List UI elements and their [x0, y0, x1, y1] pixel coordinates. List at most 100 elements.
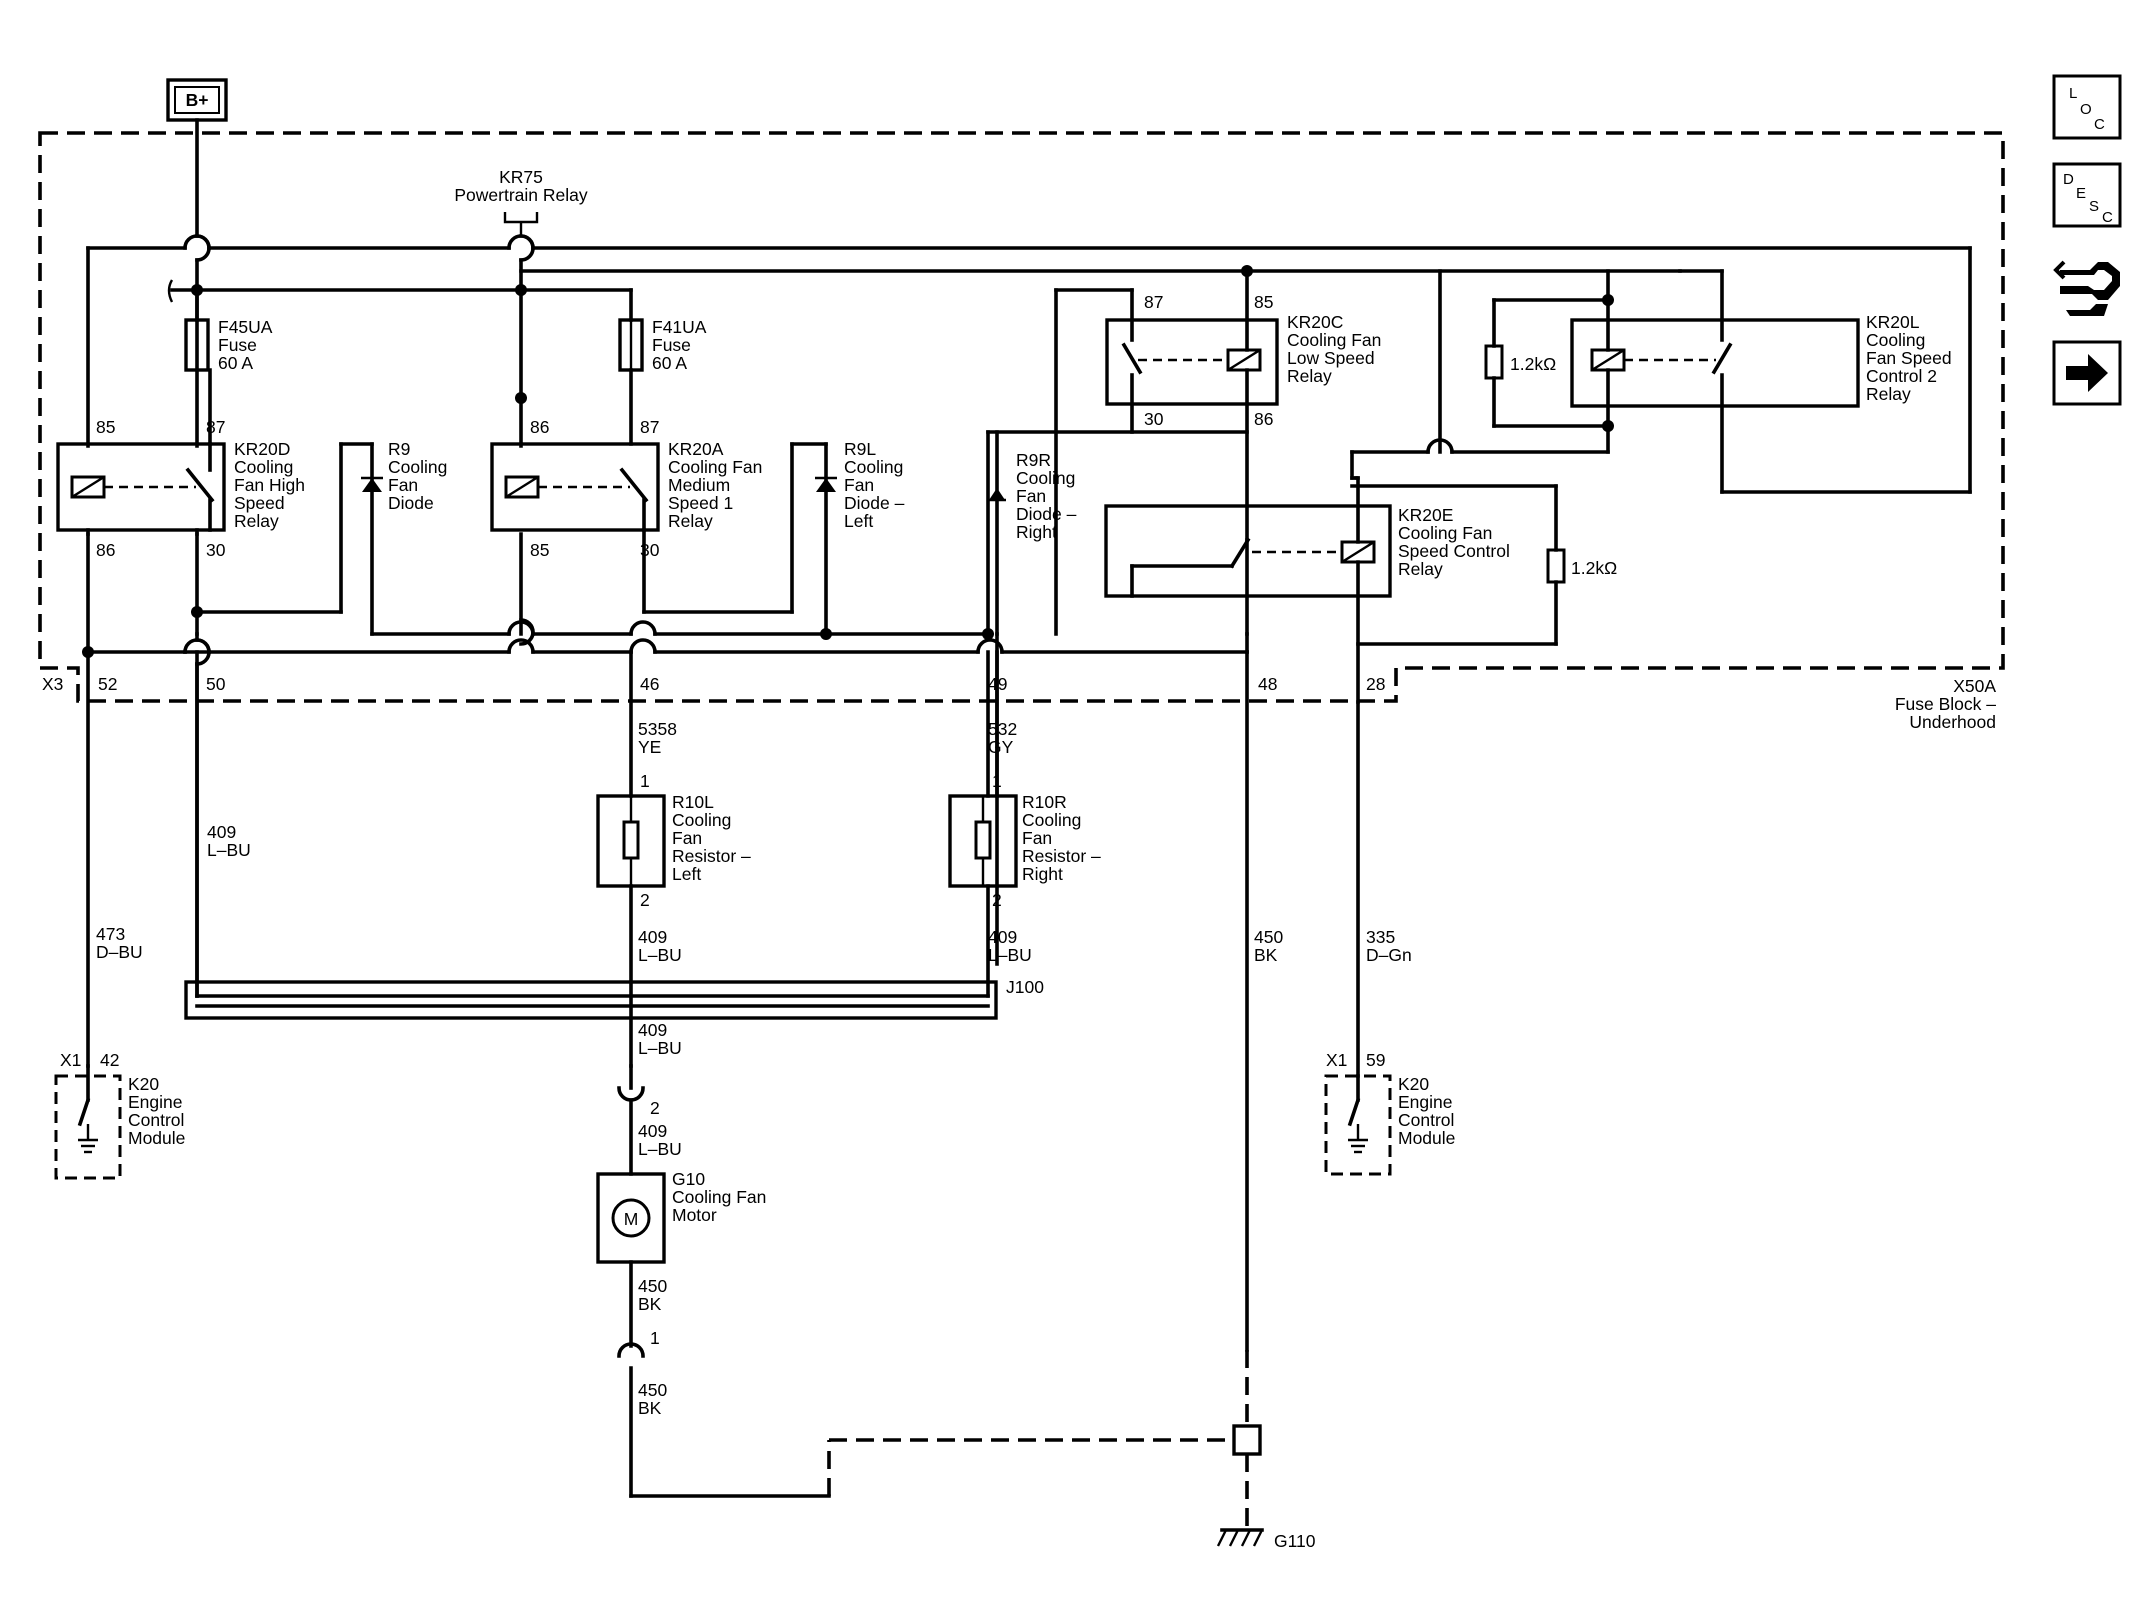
r10r-id: R10R — [1022, 792, 1067, 812]
wire-5358-color: YE — [638, 737, 661, 757]
fuse-f41ua: F41UA Fuse 60 A — [618, 288, 707, 373]
ecm-left-label-line: Control — [128, 1110, 184, 1130]
kr20l-label-line: Relay — [1866, 384, 1911, 404]
kr20d-label-line: Cooling — [234, 457, 293, 477]
relay-kr20c: 87 85 30 86 KR20C Cooling Fan Low Speed … — [1105, 292, 1381, 429]
r10r-label-line: Resistor – — [1022, 846, 1101, 866]
wire-409-circuit: 409 — [638, 1020, 667, 1040]
fuse-f45ua-rating: 60 A — [218, 353, 253, 373]
kr20d-pin-85: 85 — [96, 417, 115, 437]
loc-letter: C — [2094, 116, 2105, 133]
wire-450-color: BK — [638, 1398, 662, 1418]
fuse-f41ua-id: F41UA — [652, 317, 707, 337]
wire-450-color: BK — [1254, 945, 1278, 965]
wire-450-circuit: 450 — [638, 1380, 667, 1400]
wire-409-color: L–BU — [988, 945, 1032, 965]
wire-409-color: L–BU — [207, 840, 251, 860]
g10-id: G10 — [672, 1169, 705, 1189]
kr20e-label-line: Relay — [1398, 559, 1443, 579]
r9l-label-line: R9L — [844, 439, 876, 459]
wire-450-color: BK — [638, 1294, 662, 1314]
fuse-f45ua: F45UA Fuse 60 A — [184, 288, 273, 373]
fuse-f41ua-type: Fuse — [652, 335, 691, 355]
fuse-f41ua-rating: 60 A — [652, 353, 687, 373]
next-page-button[interactable] — [2052, 340, 2122, 406]
kr20d-label-line: Relay — [234, 511, 279, 531]
r9l-label-line: Fan — [844, 475, 874, 495]
wire-532-color: GY — [988, 737, 1014, 757]
wire-409-circuit: 409 — [638, 927, 667, 947]
kr20l-label-line: Cooling — [1866, 330, 1925, 350]
r10l-label-line: Left — [672, 864, 701, 884]
desc-letter: S — [2089, 198, 2099, 215]
wire-532-circuit: 532 — [988, 719, 1017, 739]
r9-label-line: Fan — [388, 475, 418, 495]
wire-473-color: D–BU — [96, 942, 143, 962]
wire-409-circuit: 409 — [638, 1121, 667, 1141]
x3-pin-28: 28 — [1366, 674, 1385, 694]
wire-335-circuit: 335 — [1366, 927, 1395, 947]
r10l-id: R10L — [672, 792, 714, 812]
wire-409-color: L–BU — [638, 1038, 682, 1058]
resistor-r10r: 1 2 R10R Cooling Fan Resistor – Right — [948, 771, 1101, 910]
diode-r9l: R9L Cooling Fan Diode – Left — [815, 439, 905, 531]
r9l-label-line: Cooling — [844, 457, 903, 477]
ecm-left-id: K20 — [128, 1074, 159, 1094]
r9-label-line: Cooling — [388, 457, 447, 477]
kr20c-pin-30: 30 — [1144, 409, 1164, 429]
kr20a-label-line: Cooling Fan — [668, 457, 762, 477]
fuse-block-x50a-label: X50A Fuse Block – Underhood — [1895, 676, 1996, 732]
r10r-label-line: Fan — [1022, 828, 1052, 848]
ecm-k20-right: X1 59 K20 Engine Control Module — [1324, 1050, 1455, 1176]
wire-409-color: L–BU — [638, 1139, 682, 1159]
kr20c-label-line: Cooling Fan — [1287, 330, 1381, 350]
kr20a-label-line: Medium — [668, 475, 730, 495]
g10-label-line: Motor — [672, 1205, 717, 1225]
ground-g110: G110 — [1216, 1350, 1316, 1551]
motor-connector-pin-1: 1 — [650, 1328, 660, 1348]
r9l-label-line: Left — [844, 511, 873, 531]
kr20c-pin-86: 86 — [1254, 409, 1273, 429]
r10l-label-line: Cooling — [672, 810, 731, 830]
splice-j100: J100 — [184, 977, 1044, 1020]
connector-icon[interactable] — [2053, 260, 2120, 316]
wire-473-circuit: 473 — [96, 924, 125, 944]
r9-label-line: R9 — [388, 439, 410, 459]
battery-positive-terminal: B+ — [166, 78, 228, 122]
r10r-label-line: Cooling — [1022, 810, 1081, 830]
wire-409-color: L–BU — [638, 945, 682, 965]
r10l-pin-1: 1 — [640, 771, 650, 791]
ecm-right-id: K20 — [1398, 1074, 1429, 1094]
wire-450-circuit: 450 — [638, 1276, 667, 1296]
kr20e-label-line: Speed Control — [1398, 541, 1510, 561]
bplus-label: B+ — [186, 90, 209, 110]
location-button[interactable]: L O C — [2052, 74, 2122, 140]
fuse-block-boundary — [38, 131, 2005, 703]
r10r-pin-1: 1 — [992, 771, 1002, 791]
motor-symbol: M — [624, 1209, 639, 1229]
x50a-id: X50A — [1953, 676, 1996, 696]
relay-kr20d: 85 87 86 30 KR20D Cooling Fan High Speed… — [56, 417, 305, 560]
wire-409-circuit: 409 — [988, 927, 1017, 947]
x50a-name-line: Underhood — [1909, 712, 1996, 732]
x3-pin-48: 48 — [1258, 674, 1277, 694]
wire-450-circuit: 450 — [1254, 927, 1283, 947]
g110-label: G110 — [1274, 1531, 1316, 1551]
kr20e-id: KR20E — [1398, 505, 1453, 525]
kr20a-label-line: Speed 1 — [668, 493, 733, 513]
loc-letter: L — [2069, 85, 2077, 102]
kr20c-label-line: Low Speed — [1287, 348, 1375, 368]
kr20d-id: KR20D — [234, 439, 290, 459]
kr75-id: KR75 — [499, 167, 543, 187]
description-button[interactable]: D E S C — [2052, 162, 2122, 228]
r10l-pin-2: 2 — [640, 890, 650, 910]
r9r-label-line: Cooling — [1016, 468, 1075, 488]
wire-409-circuit: 409 — [207, 822, 236, 842]
kr20a-pin-87: 87 — [640, 417, 659, 437]
kr20e-resistor-value: 1.2kΩ — [1571, 558, 1617, 578]
kr75-name: Powertrain Relay — [454, 185, 587, 205]
right-arrow-icon — [2066, 354, 2108, 392]
ecm-right-pin: 59 — [1366, 1050, 1385, 1070]
r10r-label-line: Right — [1022, 864, 1063, 884]
r9r-label-line: R9R — [1016, 450, 1051, 470]
